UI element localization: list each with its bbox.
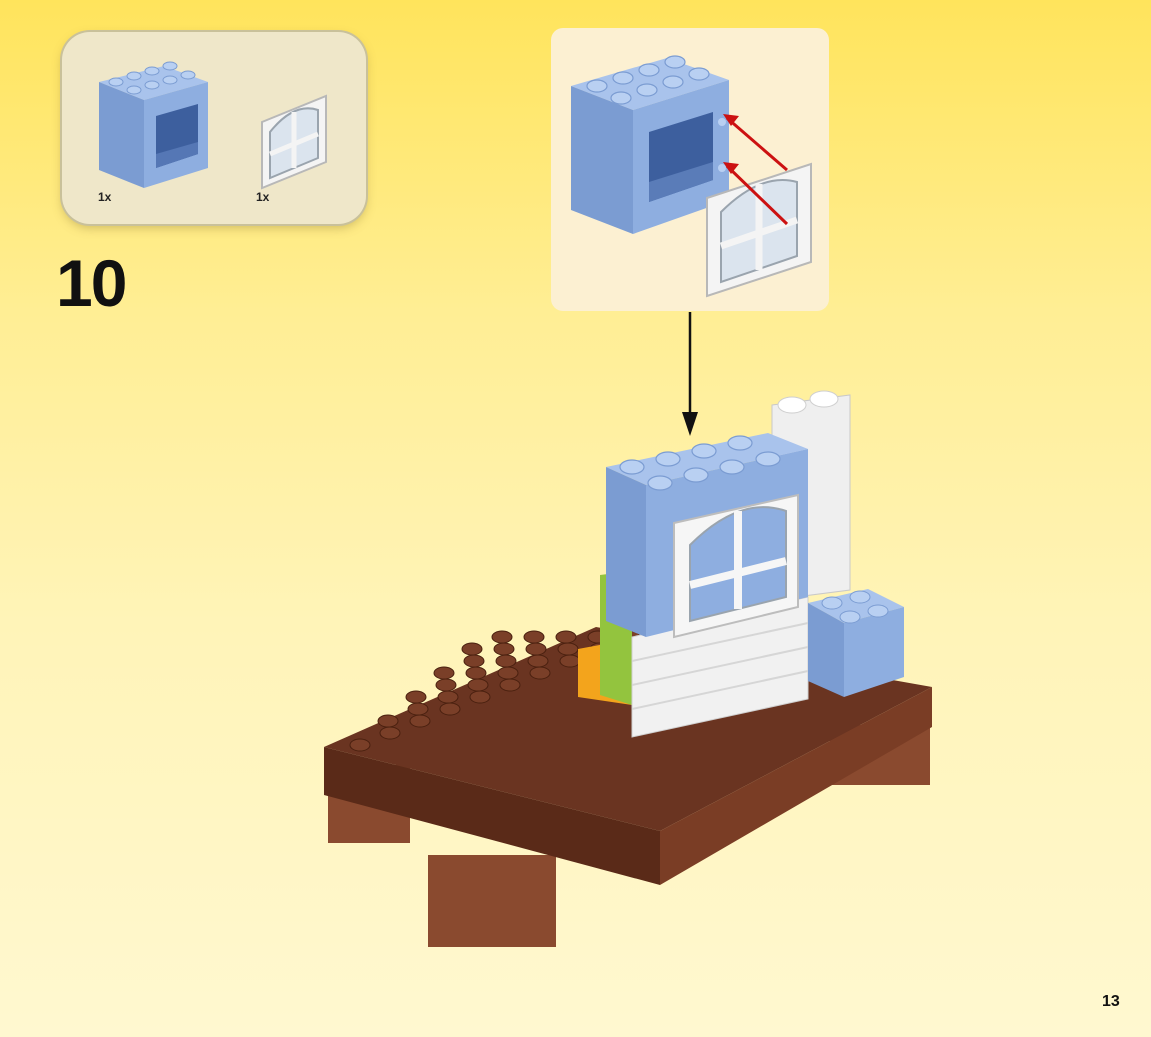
white-window-insert-icon xyxy=(252,92,332,192)
plate-stud xyxy=(468,679,488,691)
plate-stud xyxy=(558,643,578,655)
assembly-arrows xyxy=(551,28,829,311)
page-number: 13 xyxy=(1102,993,1120,1011)
plate-stud xyxy=(378,715,398,727)
part-quantity: 1x xyxy=(256,190,269,204)
plate-stud xyxy=(436,679,456,691)
plate-stud xyxy=(350,739,370,751)
subassembly-callout xyxy=(551,28,829,311)
plate-stud xyxy=(434,667,454,679)
step-number: 10 xyxy=(56,250,125,316)
plate-stud xyxy=(524,631,544,643)
plate-stud xyxy=(408,703,428,715)
plate-stud xyxy=(438,691,458,703)
plate-stud xyxy=(470,691,490,703)
plate-stud xyxy=(498,667,518,679)
plate-stud xyxy=(496,655,516,667)
plate-stud xyxy=(406,691,426,703)
plate-stud xyxy=(494,643,514,655)
blue-window-frame-brick-icon xyxy=(94,54,214,194)
plate-stud xyxy=(500,679,520,691)
plate-stud xyxy=(410,715,430,727)
plate-stud xyxy=(560,655,580,667)
plate-stud xyxy=(466,667,486,679)
plate-stud xyxy=(492,631,512,643)
plate-stud xyxy=(462,643,482,655)
plate-stud xyxy=(556,631,576,643)
part-quantity: 1x xyxy=(98,190,111,204)
plate-stud xyxy=(530,667,550,679)
plate-stud xyxy=(528,655,548,667)
main-assembly-illustration xyxy=(320,375,940,955)
plate-stud xyxy=(464,655,484,667)
plate-stud xyxy=(526,643,546,655)
parts-list-panel: 1x 1x xyxy=(62,32,366,224)
plate-stud xyxy=(440,703,460,715)
plate-stud xyxy=(380,727,400,739)
